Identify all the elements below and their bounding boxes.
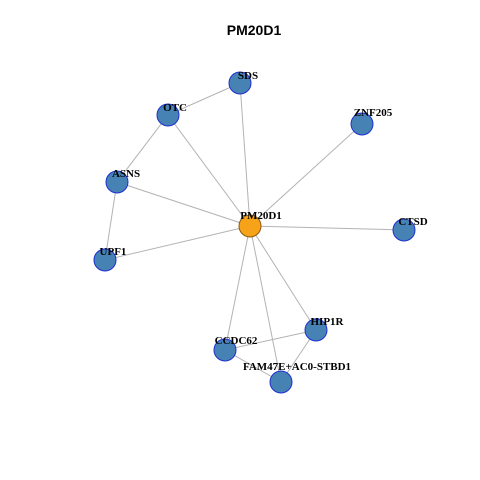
edge-pm20d1-upf1 <box>104 225 251 261</box>
node-znf205[interactable] <box>350 112 374 136</box>
edge-pm20d1-otc <box>167 114 251 227</box>
node-otc[interactable] <box>156 103 180 127</box>
node-fam47e[interactable] <box>269 370 293 394</box>
node-label-sds: SDS <box>238 70 258 82</box>
node-asns[interactable] <box>105 170 129 194</box>
nodes-layer <box>93 71 416 394</box>
edge-pm20d1-fam47e <box>249 225 282 383</box>
edge-sds-otc <box>167 82 241 116</box>
node-label-pm20d1: PM20D1 <box>240 210 282 222</box>
node-label-hip1r: HIP1R <box>311 316 345 328</box>
edge-pm20d1-hip1r <box>249 225 317 331</box>
node-label-otc: OTC <box>163 102 187 114</box>
node-ctsd[interactable] <box>392 218 416 242</box>
node-label-asns: ASNS <box>112 168 140 180</box>
node-label-znf205: ZNF205 <box>354 107 393 119</box>
node-label-ctsd: CTSD <box>398 216 427 228</box>
edge-pm20d1-ctsd <box>249 225 405 231</box>
node-hip1r[interactable] <box>304 318 328 342</box>
edge-pm20d1-sds <box>239 82 251 227</box>
edge-otc-asns <box>116 114 169 183</box>
node-upf1[interactable] <box>93 248 117 272</box>
node-label-upf1: UPF1 <box>100 246 127 258</box>
edge-hip1r-ccdc62 <box>224 329 317 351</box>
edge-pm20d1-ccdc62 <box>224 225 251 351</box>
node-pm20d1[interactable] <box>238 214 262 238</box>
node-label-fam47e: FAM47E+AC0-STBD1 <box>243 361 351 373</box>
node-sds[interactable] <box>228 71 252 95</box>
graph-title: PM20D1 <box>227 22 282 38</box>
node-ccdc62[interactable] <box>213 338 237 362</box>
edge-pm20d1-asns <box>116 181 251 227</box>
edge-pm20d1-znf205 <box>249 123 363 227</box>
edge-asns-upf1 <box>104 181 118 261</box>
node-label-ccdc62: CCDC62 <box>215 335 258 347</box>
